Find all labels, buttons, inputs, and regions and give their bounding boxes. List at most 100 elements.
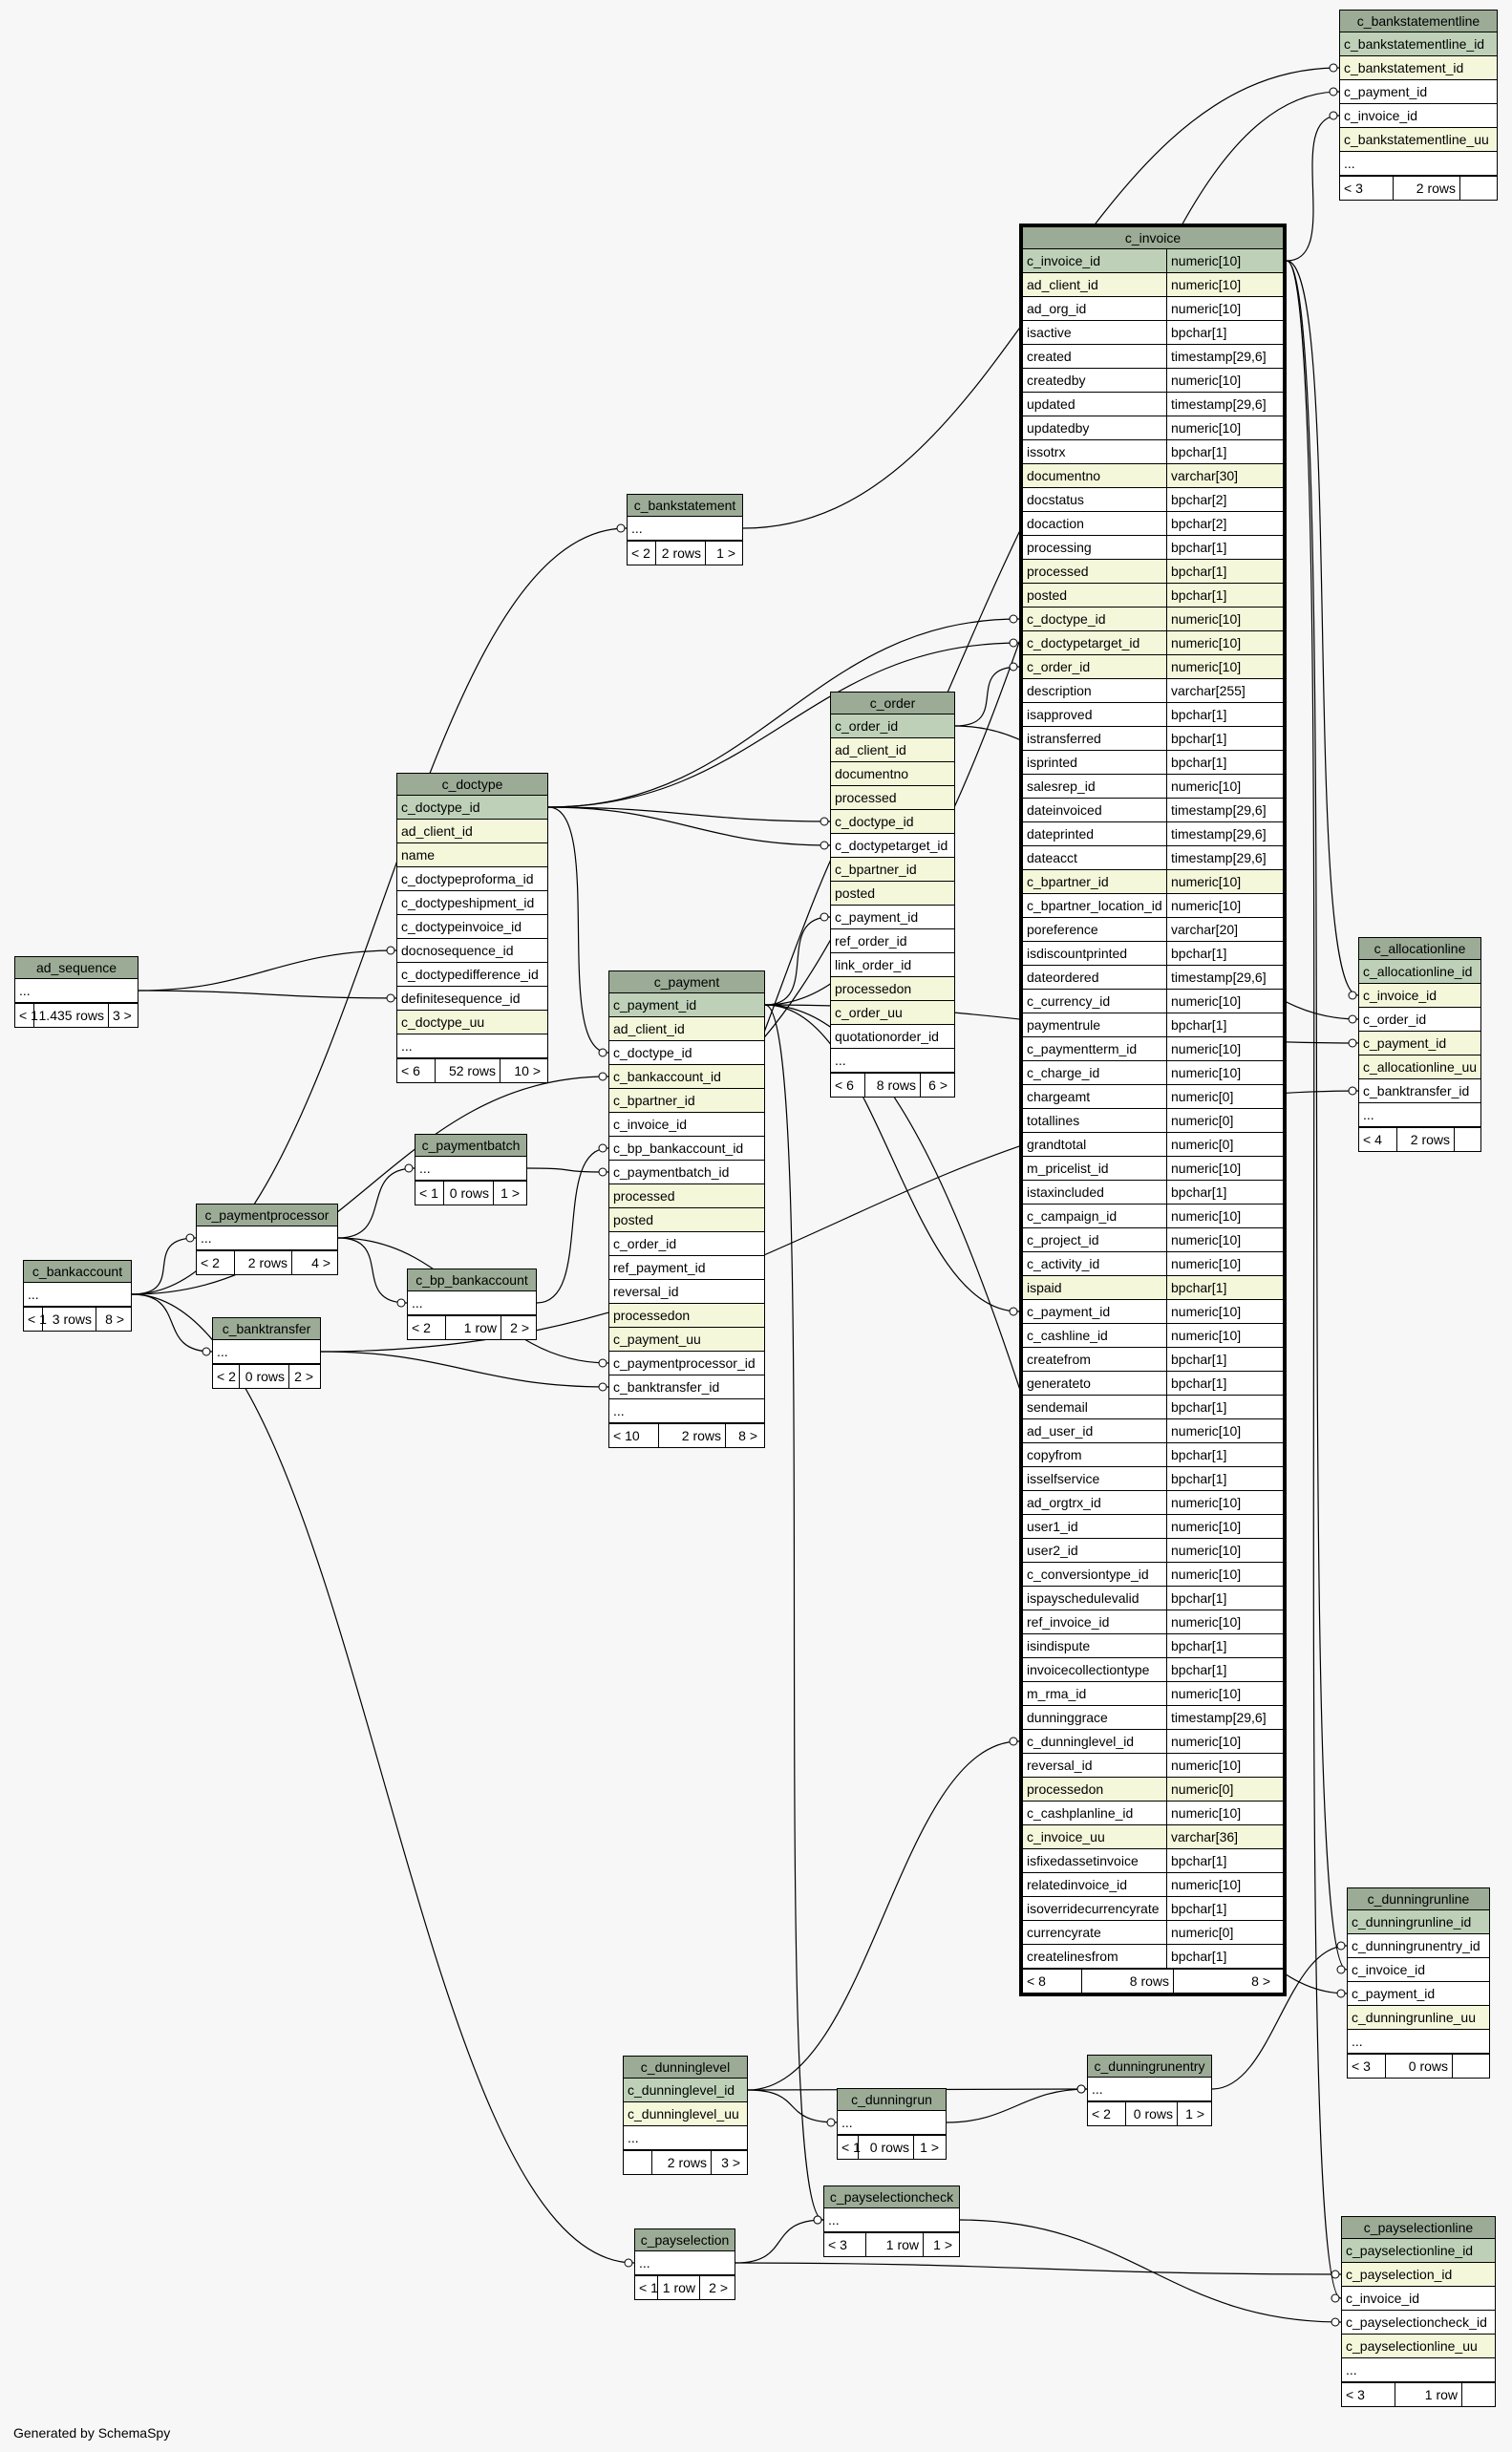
table-column[interactable]: c_bp_bankaccount_id [609, 1137, 764, 1161]
table-column[interactable]: ... [824, 2208, 959, 2232]
children-count[interactable]: 1 > [920, 2140, 939, 2155]
table-column[interactable]: ... [408, 1291, 536, 1315]
parents-count[interactable]: < 10 [609, 1424, 659, 1447]
row-count[interactable]: 1 row [1395, 2383, 1462, 2406]
table-column[interactable]: c_doctype_id [831, 810, 954, 834]
table-column[interactable]: c_bpartner_id [831, 858, 954, 882]
table-column[interactable]: c_doctype_uu [397, 1011, 547, 1034]
row-count[interactable]: 0 rows [1126, 2102, 1178, 2125]
table-column[interactable]: c_allocationline_uu [1359, 1055, 1480, 1079]
parents-count[interactable]: < 6 [397, 1059, 436, 1082]
table-column[interactable]: c_doctypedifference_id [397, 963, 547, 987]
table-column[interactable]: c_dunninglevel_id [624, 2079, 747, 2102]
table-column[interactable]: c_invoice_id [1342, 2287, 1495, 2311]
table-column[interactable]: c_allocationline_id [1359, 960, 1480, 984]
table-title[interactable]: c_dunningrun [838, 2089, 946, 2111]
row-count[interactable]: 0 rows [444, 1182, 494, 1205]
table-column[interactable]: ... [415, 1157, 526, 1181]
children-count[interactable]: 1 > [716, 545, 735, 561]
table-column[interactable]: c_payselectionline_uu [1342, 2335, 1495, 2358]
table-column[interactable]: c_order_id [609, 1232, 764, 1256]
table-column[interactable]: c_order_id [1359, 1008, 1480, 1032]
parents-count[interactable]: < 8 [1023, 1970, 1082, 1993]
children-count[interactable]: 1 > [1185, 2106, 1204, 2122]
row-count[interactable]: 1.435 rows [34, 1004, 109, 1027]
children-count[interactable]: 8 > [738, 1428, 757, 1443]
parents-count[interactable]: < 1 [415, 1182, 444, 1205]
children-count[interactable]: 1 > [933, 2237, 952, 2252]
table-column[interactable]: c_doctypetarget_id [831, 834, 954, 858]
children-count[interactable]: 3 > [721, 2155, 740, 2170]
table-column[interactable]: c_doctype_id [397, 796, 547, 820]
table-column[interactable]: quotationorder_id [831, 1025, 954, 1049]
table-title[interactable]: c_bankstatement [628, 495, 742, 517]
table-column[interactable]: definitesequence_id [397, 987, 547, 1011]
row-count[interactable]: 1 row [658, 2276, 700, 2299]
children-count[interactable]: 6 > [928, 1077, 948, 1093]
table-title[interactable]: c_paymentprocessor [197, 1205, 337, 1226]
table-column[interactable]: c_payment_id [1348, 1982, 1489, 2006]
children-count[interactable] [1455, 1128, 1478, 1151]
children-count[interactable] [1462, 2383, 1492, 2406]
table-title[interactable]: c_bankaccount [24, 1261, 131, 1283]
row-count[interactable]: 3 rows [43, 1308, 96, 1331]
table-title[interactable]: c_dunningrunline [1348, 1888, 1489, 1910]
table-column[interactable]: ... [1348, 2030, 1489, 2054]
table-column[interactable]: c_invoice_id [1359, 984, 1480, 1008]
table-column[interactable]: c_bankstatementline_id [1340, 32, 1497, 56]
table-title[interactable]: c_payment [609, 971, 764, 993]
table-column[interactable]: c_paymentprocessor_id [609, 1352, 764, 1375]
table-column[interactable]: c_bpartner_id [609, 1089, 764, 1113]
parents-count[interactable]: < 1 [635, 2276, 658, 2299]
row-count[interactable]: 2 rows [652, 2151, 712, 2174]
parents-count[interactable]: < 3 [824, 2233, 866, 2256]
parents-count[interactable]: < 1 [838, 2136, 861, 2159]
table-column[interactable]: processed [609, 1184, 764, 1208]
parents-count[interactable]: < 6 [831, 1074, 865, 1097]
table-column[interactable]: posted [609, 1208, 764, 1232]
children-count[interactable]: 2 > [709, 2280, 728, 2295]
table-column[interactable]: processedon [831, 977, 954, 1001]
table-column[interactable]: c_dunningrunline_uu [1348, 2006, 1489, 2030]
